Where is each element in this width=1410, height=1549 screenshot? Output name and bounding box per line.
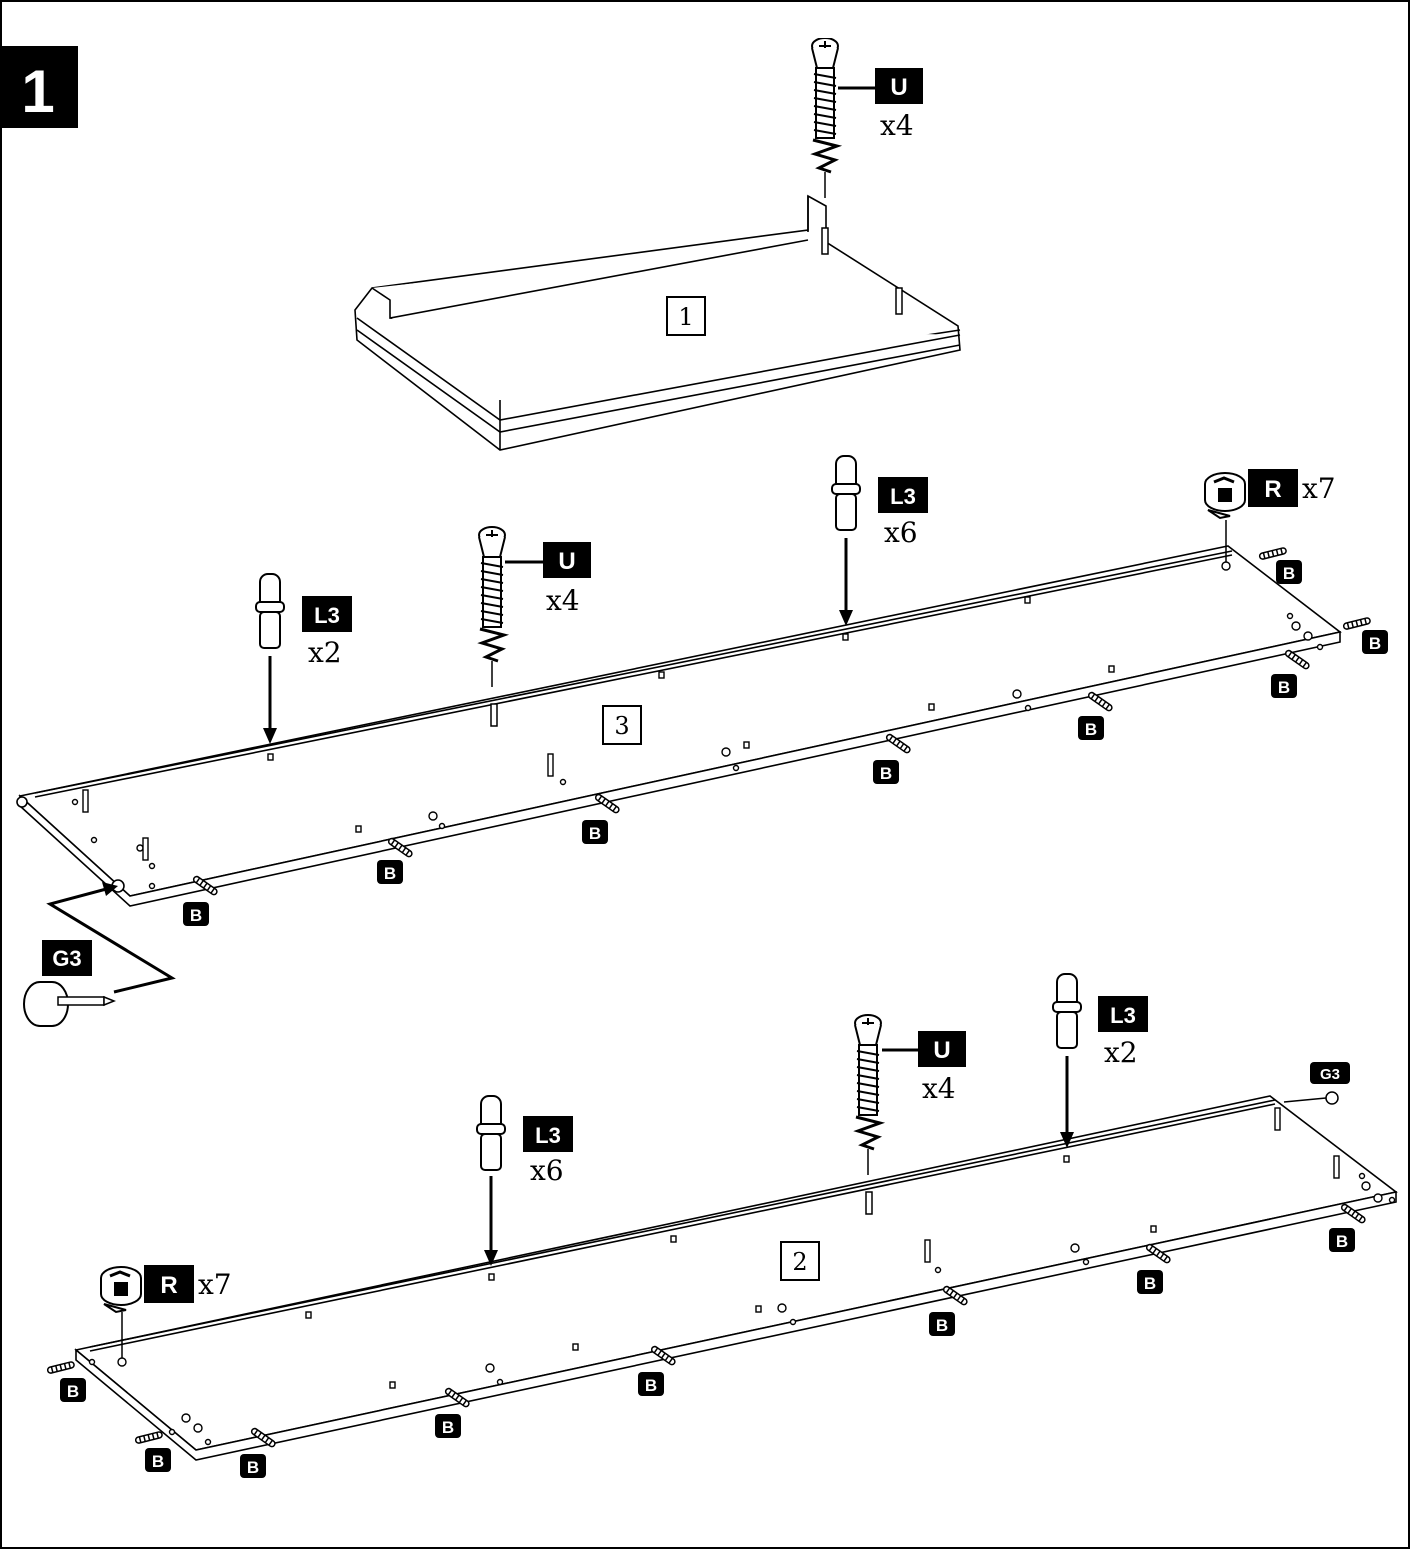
dowel-l3-bottom-right <box>1052 973 1082 1049</box>
qty-l3-a: x2 <box>308 636 342 669</box>
arrow-down-icon <box>263 728 277 744</box>
panel-2-b-labels: B B B B B B B B <box>60 1228 1355 1478</box>
bolt-stud-c <box>490 703 498 727</box>
label-l3-c-text: L3 <box>535 1123 561 1148</box>
label-u-bottom: U <box>918 1031 966 1067</box>
qty-r-bottom: x7 <box>198 1268 232 1301</box>
label-l3-d-text: L3 <box>1110 1003 1136 1028</box>
qty-r-top: x7 <box>1302 472 1336 505</box>
g3-callout-small: G3 <box>1283 1062 1350 1105</box>
panel-2-tag: 2 <box>780 1241 820 1281</box>
label-l3-b: L3 <box>878 477 928 513</box>
label-l3-c: L3 <box>523 1116 573 1152</box>
b-label: B <box>442 1418 454 1437</box>
glide-foot-icon <box>1325 1091 1339 1105</box>
qty-l3-d: x2 <box>1104 1036 1138 1069</box>
bolt-stud-b <box>895 287 903 315</box>
panel-3 <box>16 545 1342 907</box>
label-r-top-text: R <box>1264 476 1281 503</box>
b-label: B <box>1278 678 1290 697</box>
label-l3-a-text: L3 <box>314 603 340 628</box>
label-l3-a: L3 <box>302 596 352 632</box>
b-label: B <box>880 764 892 783</box>
qty-u-bottom: x4 <box>922 1072 956 1105</box>
qty-l3-c: x6 <box>530 1154 564 1187</box>
panel-2 <box>74 1095 1398 1461</box>
b-label: B <box>1336 1232 1348 1251</box>
arrow-icon <box>102 882 118 896</box>
b-label: B <box>1144 1274 1156 1293</box>
step-badge: 1 <box>0 46 78 128</box>
b-label: B <box>190 906 202 925</box>
bolt-stud-a <box>821 227 829 255</box>
panel-3-b-labels: B B B B B B B B <box>183 560 1388 926</box>
step-number: 1 <box>21 58 54 125</box>
b-label: B <box>1369 634 1381 653</box>
b-label: B <box>384 864 396 883</box>
g3-callout: G3 <box>23 882 176 1027</box>
b-label: B <box>67 1382 79 1401</box>
b-label: B <box>1085 720 1097 739</box>
label-l3-d: L3 <box>1098 996 1148 1032</box>
b-label: B <box>589 824 601 843</box>
b-label: B <box>936 1316 948 1335</box>
dowel-l3-bottom <box>476 1095 506 1171</box>
label-g3-a: G3 <box>52 946 81 971</box>
arrow-down-icon <box>484 1250 498 1266</box>
panel-3-number: 3 <box>614 712 629 740</box>
panel-3-holes <box>71 561 1324 890</box>
panel-1-number: 1 <box>678 303 693 331</box>
b-label: B <box>1283 564 1295 583</box>
label-u-top-text: U <box>890 74 907 101</box>
label-u-mid-text: U <box>558 548 575 575</box>
panel-3-tag: 3 <box>602 705 642 745</box>
label-u-mid: U <box>543 542 591 578</box>
dowel-l3-left <box>255 573 285 649</box>
label-r-top: R <box>1248 469 1298 507</box>
dowel-l3-mid <box>831 455 861 531</box>
arrow-down-icon <box>839 610 853 626</box>
panel-1-plinth <box>354 194 961 451</box>
label-l3-b-text: L3 <box>890 484 916 509</box>
b-label: B <box>152 1452 164 1471</box>
qty-u-top: x4 <box>880 109 914 142</box>
qty-l3-b: x6 <box>884 516 918 549</box>
label-u-top: U <box>875 68 923 104</box>
arrow-down-icon <box>1060 1132 1074 1148</box>
b-label: B <box>247 1458 259 1477</box>
bolt-stud-d <box>865 1191 873 1215</box>
label-g3-b: G3 <box>1320 1066 1340 1083</box>
label-r-bottom: R <box>144 1265 194 1303</box>
qty-u-mid: x4 <box>546 584 580 617</box>
panel-1-tag: 1 <box>666 296 706 336</box>
label-u-bottom-text: U <box>933 1037 950 1064</box>
panel-2-number: 2 <box>792 1248 807 1276</box>
label-r-bottom-text: R <box>160 1272 177 1299</box>
b-label: B <box>645 1376 657 1395</box>
panel-2-holes <box>88 1107 1396 1446</box>
